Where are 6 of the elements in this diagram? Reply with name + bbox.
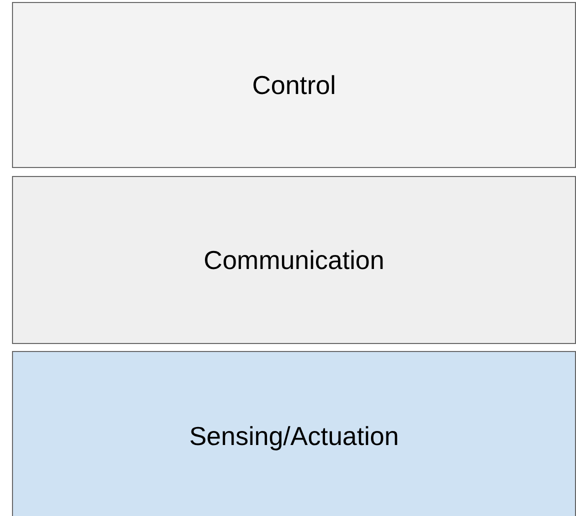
layer-label: Control xyxy=(252,70,336,100)
layer-box xyxy=(12,2,576,168)
layer-box xyxy=(12,176,576,344)
layer-label: Sensing/Actuation xyxy=(189,420,399,452)
layer-box xyxy=(12,351,576,516)
layer-label: Communication xyxy=(204,244,384,276)
